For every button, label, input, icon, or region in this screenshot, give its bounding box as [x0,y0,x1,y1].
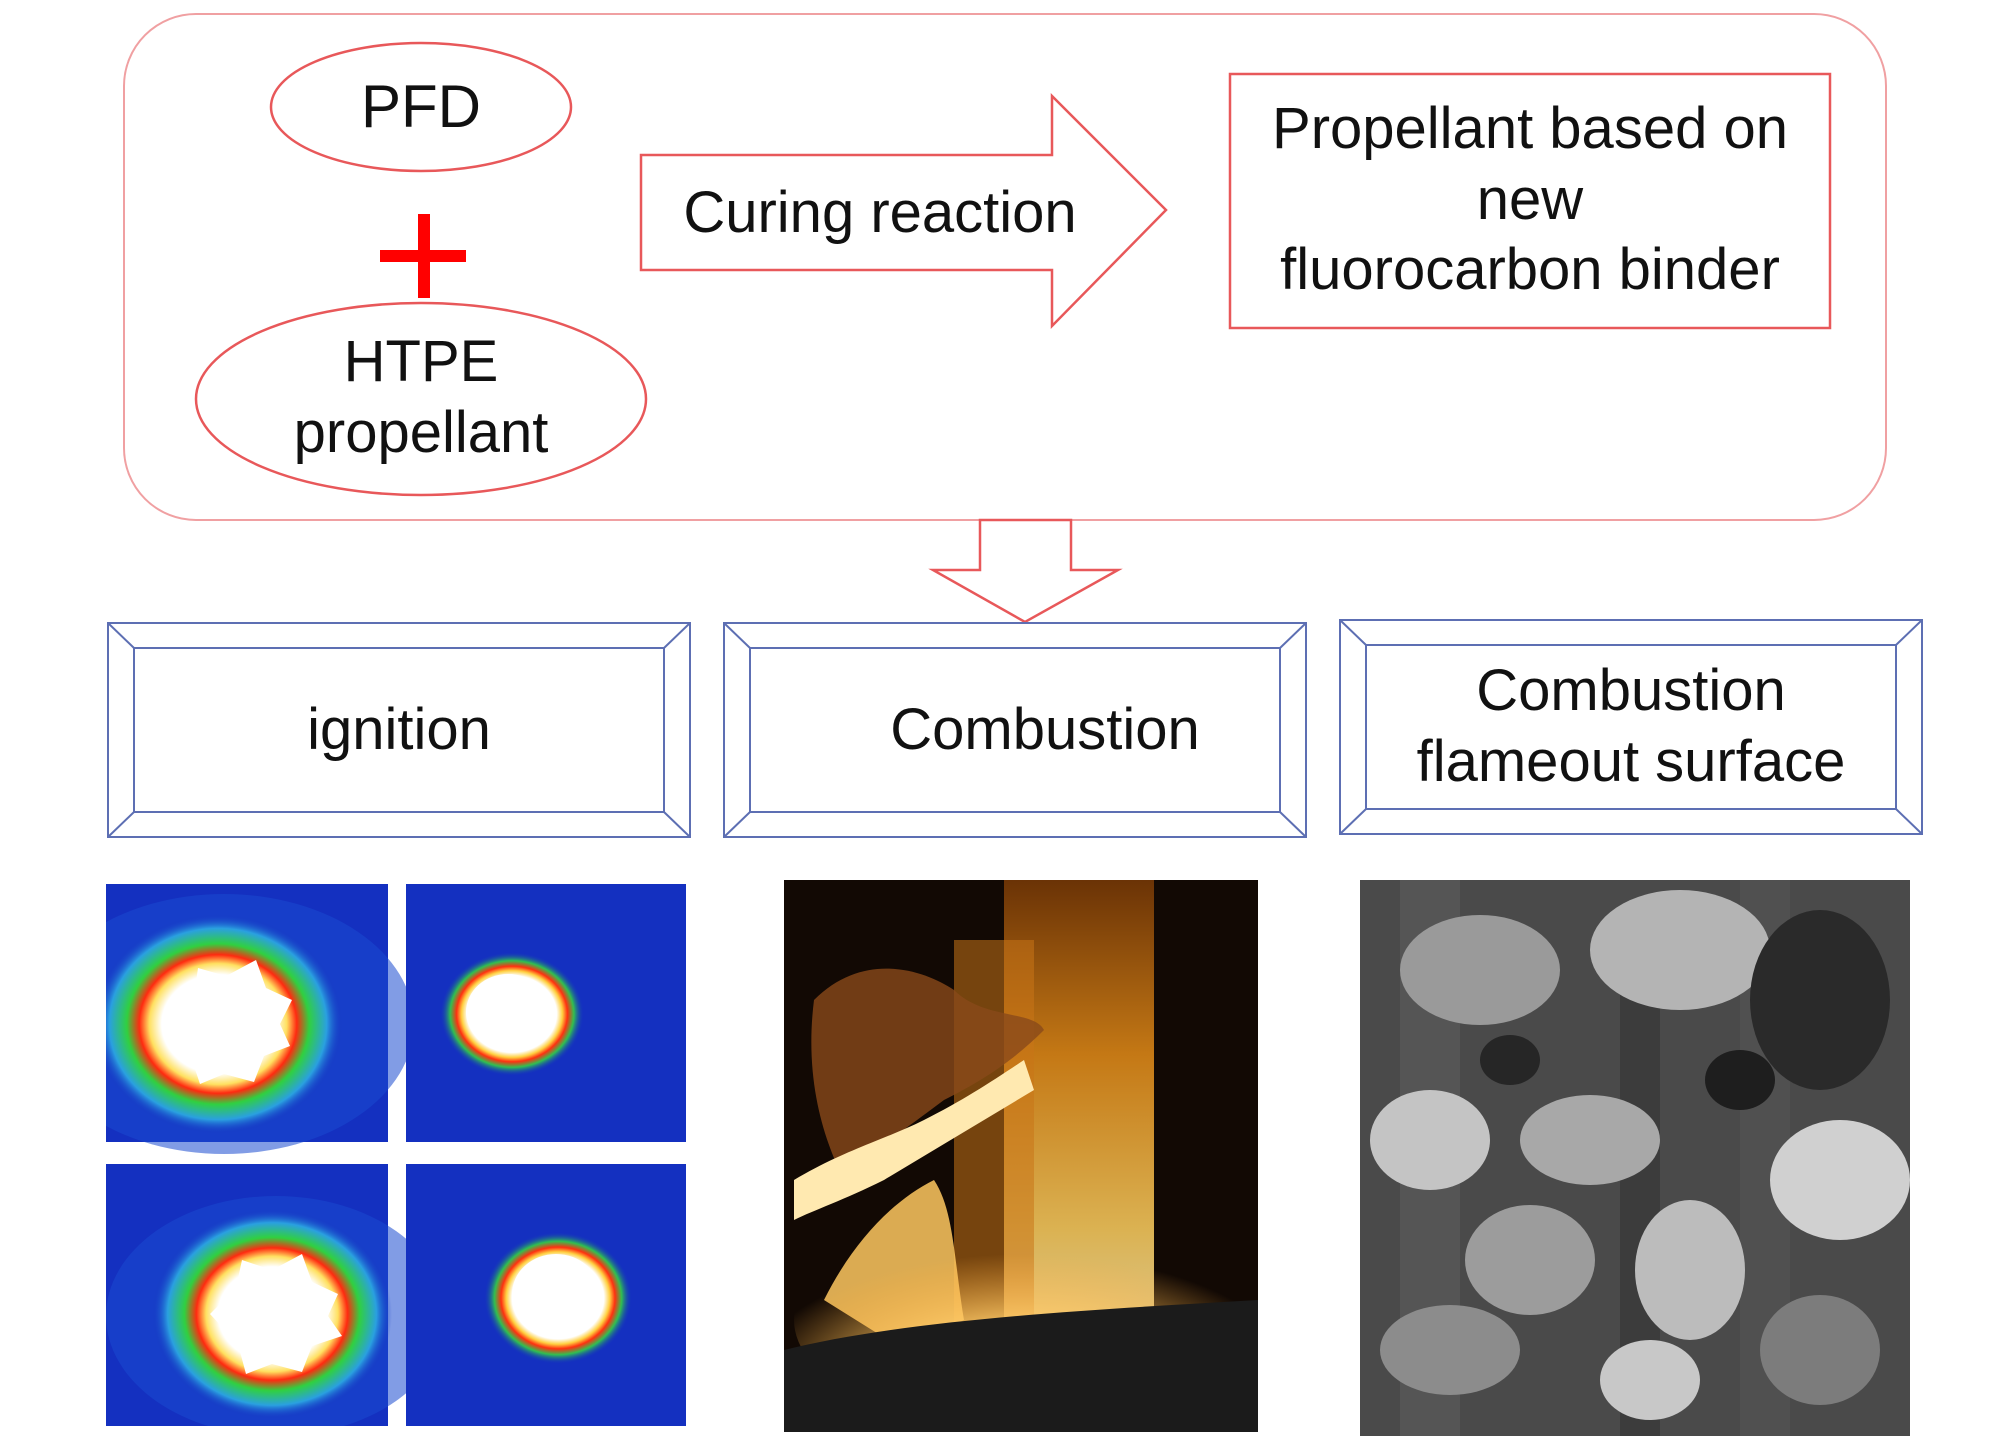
stage-frames [107,619,1923,838]
flameout-frame [1339,619,1923,835]
htpe-label-line2: propellant [293,400,549,465]
result-label: Propellant based on new fluorocarbon bin… [1232,96,1828,303]
htpe-label: HTPE propellant [246,318,596,478]
result-label-line2: fluorocarbon binder [1280,237,1780,303]
ignition-frame [107,622,691,838]
plus-icon [380,214,466,298]
ignition-image-2 [406,884,686,1142]
ignition-image-4 [406,1164,686,1426]
result-label-line1: Propellant based on new [1272,95,1788,232]
htpe-ellipse [194,301,648,497]
combustion-label: Combustion [890,696,1200,762]
flameout-label: Combustion flameout surface [1366,645,1896,809]
curing-reaction-label: Curing reaction [683,179,1077,245]
ignition-image-3 [106,1164,446,1426]
combustion-photo [784,880,1258,1432]
flameout-surface-photo [1360,880,1910,1436]
result-box [1228,72,1832,330]
flameout-label-line2: flameout surface [1416,729,1846,794]
process-diagram [123,13,1887,624]
pfd-label: PFD [361,73,481,141]
ignition-label: ignition [307,696,491,762]
pfd-ellipse [269,41,573,173]
right-arrow-icon [639,92,1168,330]
ignition-image-grid [106,884,686,1426]
flameout-label-line1: Combustion [1476,658,1786,724]
htpe-label-line1: HTPE [343,329,499,395]
combustion-frame [723,622,1307,838]
down-arrow-icon [928,518,1123,624]
ignition-image-1 [106,884,414,1154]
